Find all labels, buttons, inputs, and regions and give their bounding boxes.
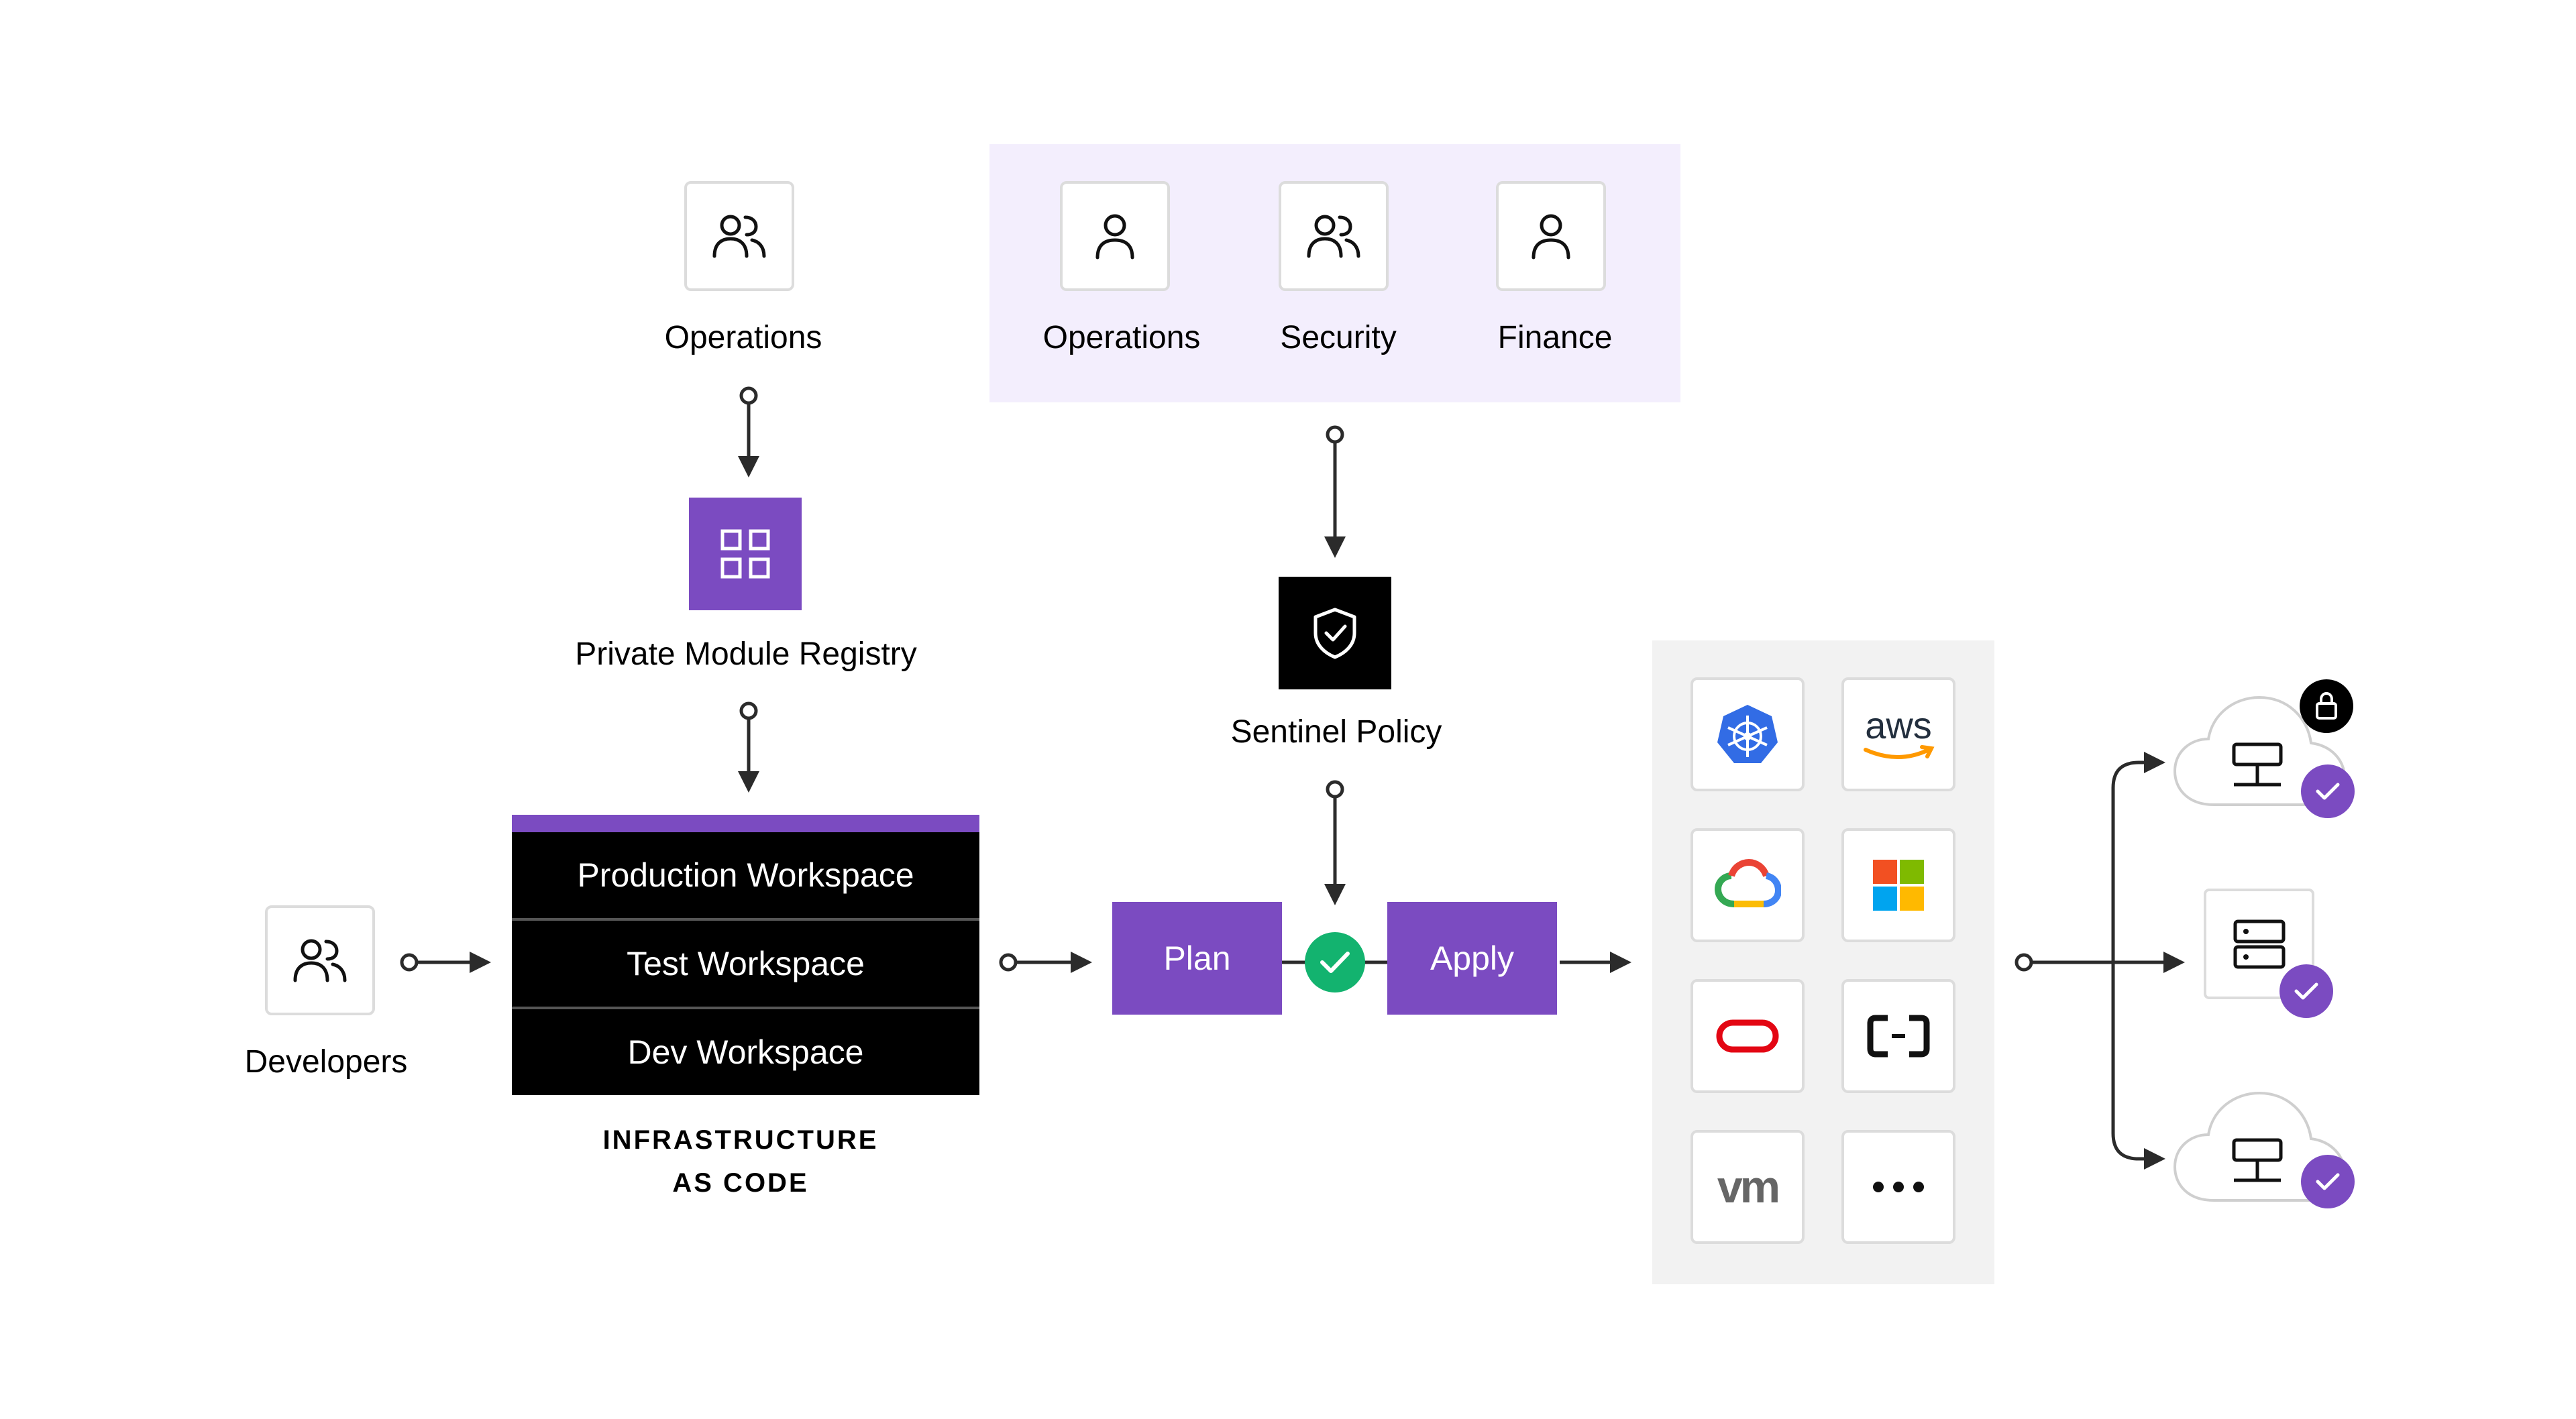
iac-line-2: AS CODE [672, 1168, 809, 1198]
plan-step: Plan [1112, 902, 1282, 1015]
developers-label: Developers [244, 1044, 408, 1080]
grid-icon [720, 529, 770, 579]
users-icon [1307, 215, 1360, 258]
team-finance-card [1496, 181, 1606, 291]
apply-step: Apply [1387, 902, 1557, 1015]
user-icon [1532, 214, 1570, 260]
aws-smile [1864, 745, 1935, 759]
shield-check-icon [1313, 608, 1356, 659]
check-icon [2294, 982, 2318, 1000]
server-icon [2232, 742, 2283, 787]
iac-caption: INFRASTRUCTURE AS CODE [603, 1119, 879, 1204]
aws-tile: aws [1841, 677, 1955, 791]
vmware-tile: vm [1690, 1130, 1805, 1244]
check-badge [2279, 964, 2333, 1018]
more-icon [1873, 1182, 1924, 1192]
check-circle [1305, 932, 1365, 992]
users-icon [712, 215, 766, 258]
aws-text: aws [1865, 704, 1932, 746]
iac-line-1: INFRASTRUCTURE [602, 1125, 879, 1155]
team-operations-card [1060, 181, 1170, 291]
divider [512, 1007, 979, 1009]
users-icon [293, 939, 347, 982]
check-icon [2316, 783, 2340, 800]
alibaba-cloud-tile [1841, 979, 1955, 1093]
alibaba-cloud-icon [1867, 1015, 1930, 1058]
team-security-card [1279, 181, 1389, 291]
developers-card [265, 905, 375, 1015]
team-finance-label: Finance [1497, 320, 1613, 355]
google-cloud-icon [1714, 858, 1781, 907]
sentinel-box [1279, 577, 1391, 689]
microsoft-icon [1873, 860, 1924, 911]
registry-label: Private Module Registry [575, 636, 917, 672]
more-tile[interactable] [1841, 1130, 1955, 1244]
google-cloud-tile [1690, 828, 1805, 942]
vmware-icon: vm [1717, 1161, 1780, 1212]
workspace-test: Test Workspace [627, 945, 865, 982]
team-security-label: Security [1280, 320, 1397, 355]
kubernetes-icon [1717, 705, 1778, 763]
server-icon [2232, 1138, 2283, 1182]
check-icon [2316, 1173, 2340, 1190]
team-operations-label: Operations [1042, 320, 1201, 355]
user-icon [1095, 214, 1134, 260]
workspace-stack-accent [512, 815, 979, 832]
workspace-dev: Dev Workspace [627, 1033, 864, 1071]
divider [512, 918, 979, 921]
aws-icon: aws [1862, 707, 1935, 762]
check-badge [2301, 764, 2355, 818]
lock-badge [2300, 679, 2353, 733]
check-badge [2301, 1155, 2355, 1208]
operations-card [684, 181, 794, 291]
kubernetes-tile [1690, 677, 1805, 791]
workspace-stack: Production Workspace Test Workspace Dev … [512, 815, 979, 1095]
workspace-production: Production Workspace [577, 856, 914, 894]
check-icon [1320, 952, 1350, 973]
operations-label: Operations [664, 320, 822, 355]
microsoft-tile [1841, 828, 1955, 942]
oracle-icon [1716, 1019, 1779, 1053]
lock-icon [2316, 691, 2337, 720]
sentinel-label: Sentinel Policy [1230, 714, 1442, 750]
registry-box [689, 498, 802, 610]
server-rack-icon [2233, 919, 2285, 968]
oracle-tile [1690, 979, 1805, 1093]
